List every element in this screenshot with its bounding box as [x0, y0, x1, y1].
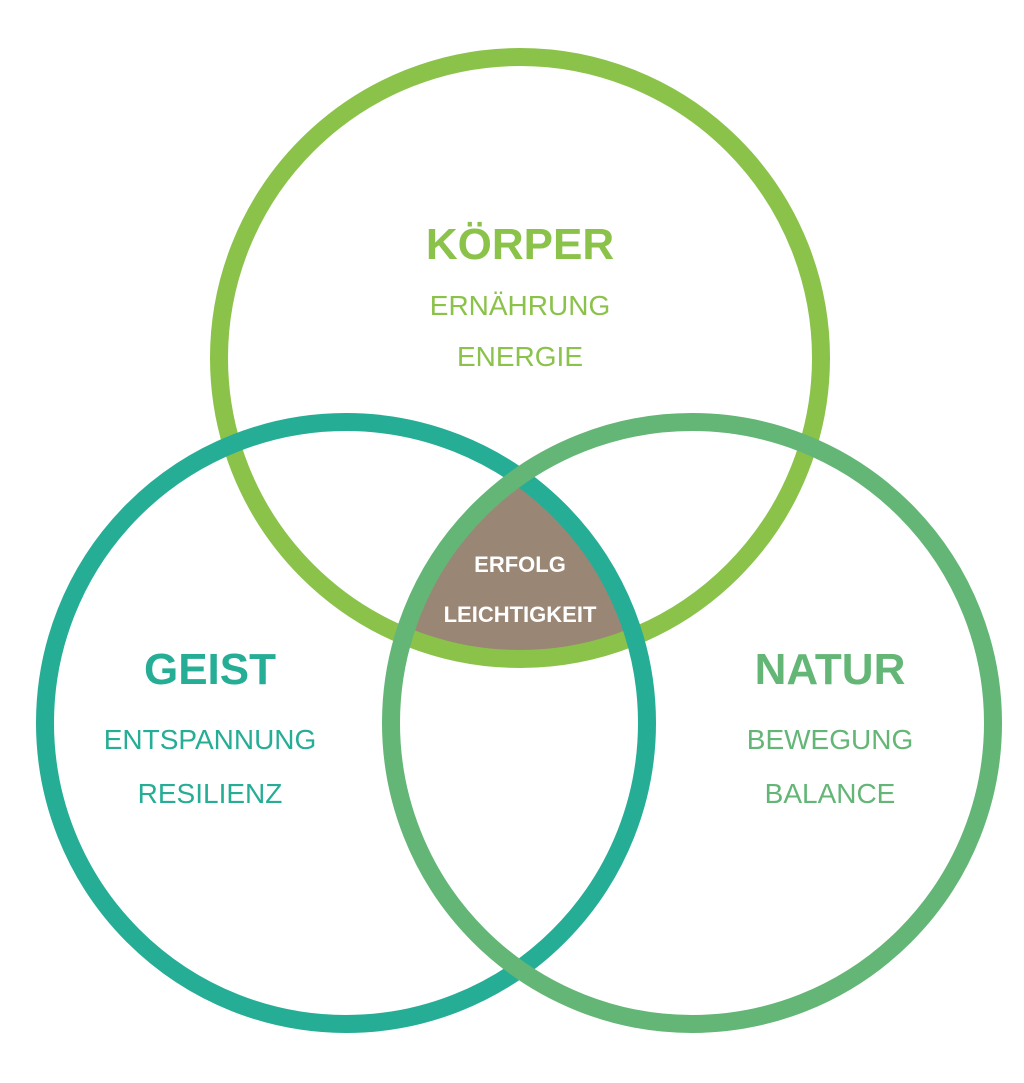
geist-item: ENTSPANNUNG	[103, 724, 317, 755]
natur-title: NATUR	[754, 645, 906, 694]
koerper-item: ENERGIE	[456, 341, 584, 372]
koerper-title: KÖRPER	[425, 220, 615, 269]
koerper-circle	[210, 48, 830, 668]
geist-title: GEIST	[143, 645, 277, 694]
center-item: ERFOLG	[474, 552, 566, 577]
natur-circle	[382, 413, 1002, 1033]
koerper-item: ERNÄHRUNG	[429, 290, 611, 321]
center-intersection	[391, 422, 647, 659]
geist-circle	[36, 413, 656, 1033]
center-item: LEICHTIGKEIT	[443, 602, 597, 627]
geist-item: RESILIENZ	[137, 778, 283, 809]
natur-item: BEWEGUNG	[746, 724, 914, 755]
natur-item: BALANCE	[764, 778, 896, 809]
